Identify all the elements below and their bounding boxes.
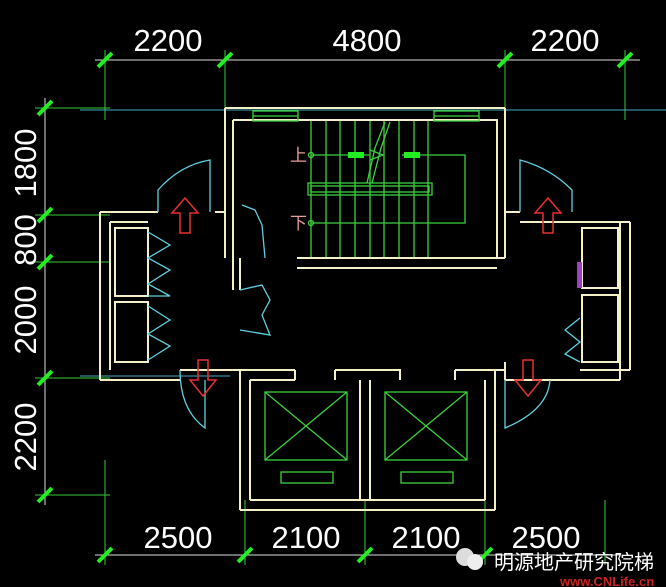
arrow-up-icon (533, 196, 563, 234)
dim-bottom-3: 2100 (392, 520, 461, 555)
watermark-site: www.CNLife.cn (559, 574, 654, 587)
arrow-up-icon (170, 196, 200, 234)
top-dimension-line (95, 50, 640, 120)
left-dimension-line (35, 98, 110, 505)
watermark: 明源地产研究院梯 www.CNLife.cn (456, 548, 654, 587)
watermark-text: 明源地产研究院梯 (494, 550, 654, 574)
staircase (307, 121, 466, 257)
dim-top-2: 4800 (333, 23, 402, 58)
dim-bottom-2: 2100 (272, 520, 341, 555)
bottom-dimension-line (95, 460, 620, 565)
stair-up-label: 上 (290, 146, 307, 166)
dim-left-4: 2200 (8, 403, 43, 472)
dim-bottom-1: 2500 (144, 520, 213, 555)
window (252, 110, 480, 122)
stair-down-label: 下 (290, 214, 307, 234)
dim-left-3: 2000 (8, 286, 43, 355)
dim-left-2: 800 (8, 214, 43, 266)
elevator-left (264, 391, 348, 484)
arrow-down-icon (188, 359, 218, 398)
walls (99, 107, 631, 511)
door-swing (146, 159, 582, 430)
elevator-right (384, 391, 468, 484)
dim-left-1: 1800 (8, 129, 43, 198)
dim-top-3: 2200 (531, 23, 600, 58)
arrow-down-icon (513, 359, 543, 398)
dim-top-1: 2200 (134, 23, 203, 58)
dim-bottom-4: 2500 (512, 520, 581, 555)
